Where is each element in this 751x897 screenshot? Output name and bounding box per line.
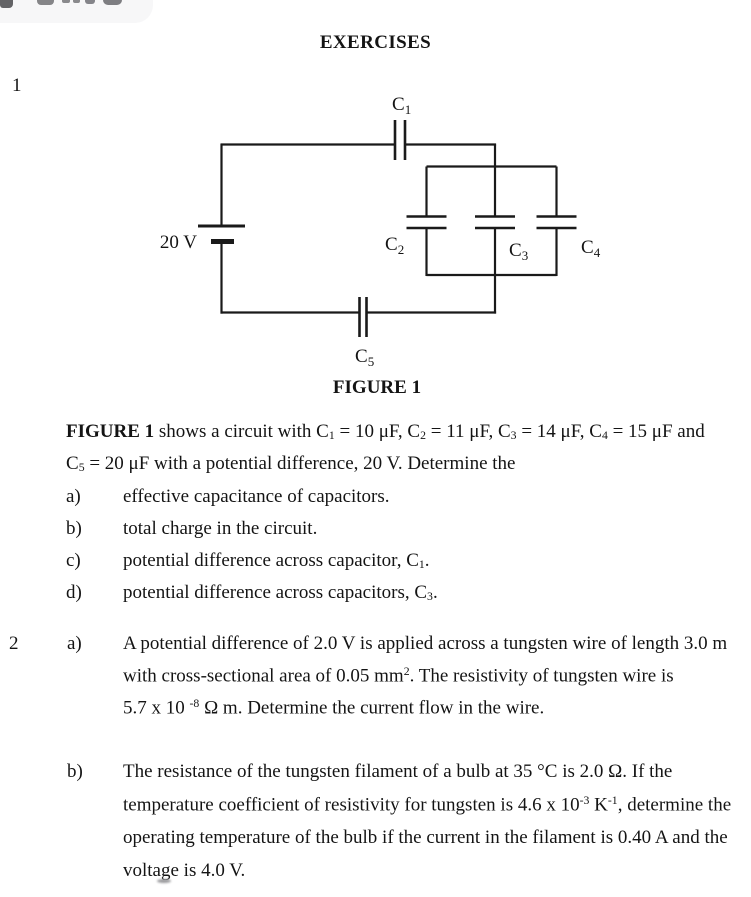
page-title: EXERCISES [319, 32, 432, 53]
q1-intro-line-2: C5 = 20 μF with a potential difference, … [66, 453, 516, 475]
question-1-number: 1 [12, 75, 22, 96]
q2-part-b-line-1: The resistance of the tungsten filament … [123, 761, 673, 782]
battery-symbol [198, 224, 245, 244]
capacitor-c3 [475, 215, 515, 230]
q1-item-d: d) potential difference across capacitor… [66, 582, 438, 603]
item-text: total charge in the circuit. [123, 518, 318, 539]
item-text: potential difference across capacitors, … [123, 582, 438, 604]
toolbar-glyph-fragment [62, 0, 70, 3]
capacitor-c1 [393, 120, 407, 160]
circuit-diagram: 20 V C1 C2 C3 C4 C5 FIGURE 1 [160, 94, 601, 398]
q2-part-a-line-1: A potential difference of 2.0 V is appli… [123, 633, 728, 654]
q1-item-c: c) potential difference across capacitor… [66, 550, 430, 571]
question-2-number: 2 [9, 633, 19, 654]
item-label: a) [66, 486, 81, 507]
figure-caption: FIGURE 1 [333, 377, 421, 398]
item-text: potential difference across capacitor, C… [123, 550, 430, 572]
capacitor-c5 [358, 297, 368, 337]
item-label: b) [66, 518, 82, 539]
q2-part-b-line-2: temperature coefficient of resistivity f… [123, 794, 732, 816]
q2-part-b-line-4: voltage is 4.0 V. [123, 860, 246, 881]
q2-part-a-line-2: with cross-sectional area of 0.05 mm2. T… [123, 665, 674, 687]
capacitor-c4 [536, 215, 577, 230]
toolbar-glyph-fragment [37, 0, 54, 5]
capacitor-c2 [406, 215, 447, 230]
stray-mark [157, 879, 171, 883]
toolbar-glyph-fragment [85, 0, 95, 4]
q2-part-a-line-3: 5.7 x 10 -8 Ω m. Determine the current f… [123, 697, 545, 719]
cropped-toolbar-remnant [0, 0, 153, 23]
item-label: c) [66, 550, 81, 571]
capacitor-c3-label: C3 [509, 240, 528, 263]
q2-part-b-line-3: operating temperature of the bulb if the… [123, 827, 728, 848]
q1-item-b: b) total charge in the circuit. [66, 518, 317, 539]
q1-intro-line-1: FIGURE 1 shows a circuit with C1 = 10 μF… [66, 421, 705, 443]
item-label: d) [66, 582, 82, 603]
toolbar-glyph-fragment [103, 0, 122, 5]
item-text: effective capacitance of capacitors. [123, 486, 390, 507]
q1-item-a: a) effective capacitance of capacitors. [66, 486, 390, 507]
q2-part-a-label: a) [67, 633, 82, 654]
capacitor-c1-label: C1 [392, 94, 411, 117]
toolbar-glyph-fragment [0, 0, 13, 8]
capacitor-c4-label: C4 [581, 237, 601, 260]
circuit-wires [220, 143, 558, 314]
toolbar-glyph-fragment [73, 0, 80, 3]
battery-voltage-label: 20 V [160, 232, 197, 253]
q2-part-b-label: b) [67, 761, 83, 782]
capacitor-c5-label: C5 [355, 346, 374, 369]
capacitor-c2-label: C2 [385, 234, 404, 257]
